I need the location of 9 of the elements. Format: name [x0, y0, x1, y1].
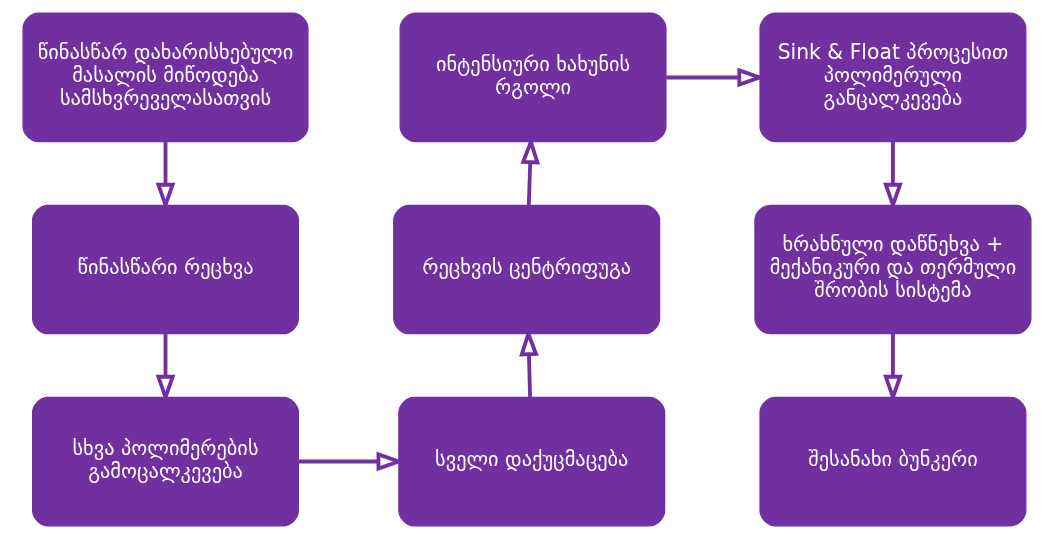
node-box: რეცხვის ცენტრიფუგა [392, 204, 660, 335]
node-box: სველი დაქუცმაცება [397, 396, 665, 527]
node-box: სხვა პოლიმერების გამოცალკევება [31, 396, 299, 527]
node-box: ხრახნული დაწნეხვა + მექანიკური და თერმული შრობის სისტემა [753, 204, 1032, 335]
node-box: წინასწარი რეცხვა [31, 204, 299, 335]
node-box: წინასწარ დახარისხებული მასალის მიწოდება სამსხვრეველასათვის [21, 12, 309, 143]
node-box: Sink & Float პროცესით პოლიმერული განცალკევება [758, 12, 1026, 143]
node-box: შესანახი ბუნკერი [758, 396, 1026, 527]
node-box: ინტენსიური ხახუნის რგოლი [399, 12, 667, 143]
